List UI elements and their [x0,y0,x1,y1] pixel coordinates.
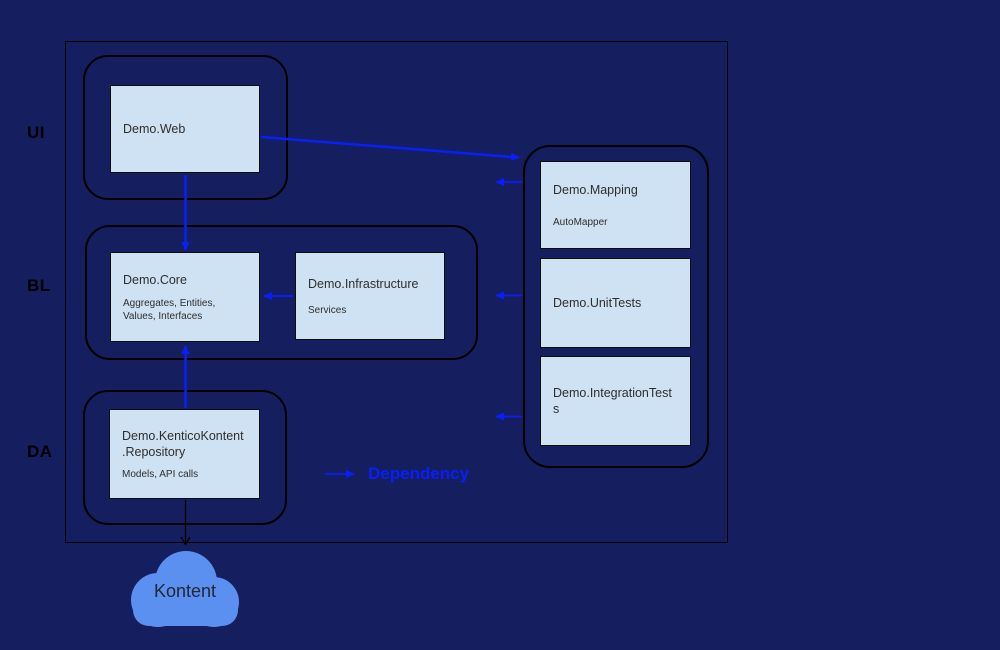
node-demo-unittests: Demo.UnitTests [540,258,691,348]
node-demo-kenticokontent-repository: Demo.KenticoKontent.Repository Models, A… [109,409,260,499]
node-subtitle: Models, API calls [122,468,199,480]
node-demo-integrationtests: Demo.IntegrationTests [540,356,691,446]
node-title: Demo.Infrastructure [308,276,419,291]
node-demo-core: Demo.Core Aggregates, Entities, Values, … [110,252,260,342]
node-title: Demo.UnitTests [553,296,642,310]
tests-group [523,145,709,468]
layer-label-ui: UI [27,123,45,142]
node-subtitle: AutoMapper [553,216,608,228]
node-subtitle: Aggregates, Entities, Values, Interfaces [123,297,216,322]
node-title: Demo.KenticoKontent.Repository [122,428,244,459]
bl-layer-group [85,225,478,360]
node-demo-infrastructure: Demo.Infrastructure Services [295,252,445,340]
node-title: Demo.Web [123,122,186,136]
kontent-cloud-label: Kontent [153,581,217,601]
node-title: Demo.IntegrationTests [553,386,672,416]
node-subtitle: Services [308,304,347,316]
node-demo-mapping: Demo.Mapping AutoMapper [540,161,691,249]
solution-boundary [65,41,728,543]
node-title: Demo.Core [123,272,187,287]
layer-label-da: DA [27,442,53,461]
legend-dependency-label: Dependency [368,464,470,483]
node-demo-web: Demo.Web [110,85,260,173]
layer-label-bl: BL [27,276,51,295]
node-title: Demo.Mapping [553,182,638,197]
